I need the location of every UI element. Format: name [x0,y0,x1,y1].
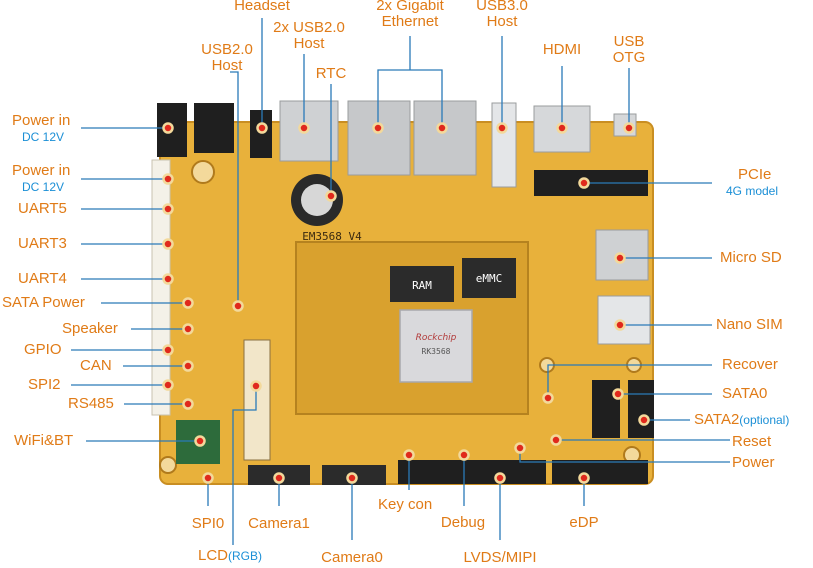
label-power: Power [732,454,775,471]
label-gpio: GPIO [24,341,62,358]
label-camera0: Camera0 [321,549,383,566]
label-spi2: SPI2 [28,376,61,393]
soc-chip [399,309,473,383]
label-edp: eDP [569,514,599,531]
label-recover: Recover [722,356,778,373]
label-usb20-host: USB2.0 Host [201,41,253,74]
label-spi0: SPI0 [191,515,225,532]
label-micro-sd: Micro SD [720,249,782,266]
label-uart5: UART5 [18,200,67,217]
rtc-battery-cell [301,184,333,216]
sata2-connector [628,380,654,438]
label-power-in-2: Power in DC 12V [12,162,71,195]
edp-header [552,460,648,484]
ethernet-port-1 [347,100,411,176]
label-rs485: RS485 [68,395,114,412]
lvds-mipi-header [398,460,546,484]
label-hdmi: HDMI [542,41,582,58]
emmc-chip [462,258,516,298]
som-model-label: EM3568 V4 [302,230,362,243]
label-lcd: LCD(RGB) [198,547,263,564]
nano-sim-slot [597,295,651,345]
label-usb30-host: USB3.0 Host [476,0,528,30]
usb20-host-ports [279,100,339,162]
label-reset: Reset [732,433,772,450]
headset-jack [250,110,272,158]
label-wifi-bt: WiFi&BT [14,432,74,449]
ram-label: RAM [412,279,432,292]
dc-jack-connector [194,103,234,153]
label-sata0: SATA0 [722,385,768,402]
label-rtc: RTC [315,65,347,82]
label-usb-otg: USB OTG [612,33,646,66]
label-power-in-1: Power in DC 12V [12,112,71,145]
label-uart3: UART3 [18,235,67,252]
label-usb20-dual-host: 2x USB2.0 Host [273,19,345,52]
soc-brand-label: Rockchip [416,333,457,343]
mounting-hole [159,456,177,474]
label-can: CAN [80,357,112,374]
emmc-label: eMMC [476,272,503,285]
callout-markers [162,122,650,484]
label-sata-power: SATA Power [2,294,85,311]
label-debug: Debug [440,514,486,531]
label-headset: Headset [234,0,290,14]
soc-model-label: RK3568 [422,347,451,356]
label-pcie: PCIe [738,166,772,183]
label-lvds-mipi: LVDS/MIPI [463,549,537,566]
mounting-hole [191,160,215,184]
label-key-con: Key con [378,496,433,513]
left-connector-strip [151,159,171,416]
label-pcie-4g: 4G model [726,184,779,198]
label-nano-sim: Nano SIM [716,316,783,333]
ram-chip [390,266,454,302]
label-camera1: Camera1 [248,515,310,532]
usb30-host-port [491,102,517,188]
ethernet-port-2 [413,100,477,176]
label-sata2: SATA2(optional) [694,411,790,428]
label-speaker: Speaker [62,320,118,337]
lcd-connector [243,339,271,461]
label-gigabit-ethernet: 2x Gigabit Ethernet [376,0,444,30]
label-uart4: UART4 [18,270,67,287]
